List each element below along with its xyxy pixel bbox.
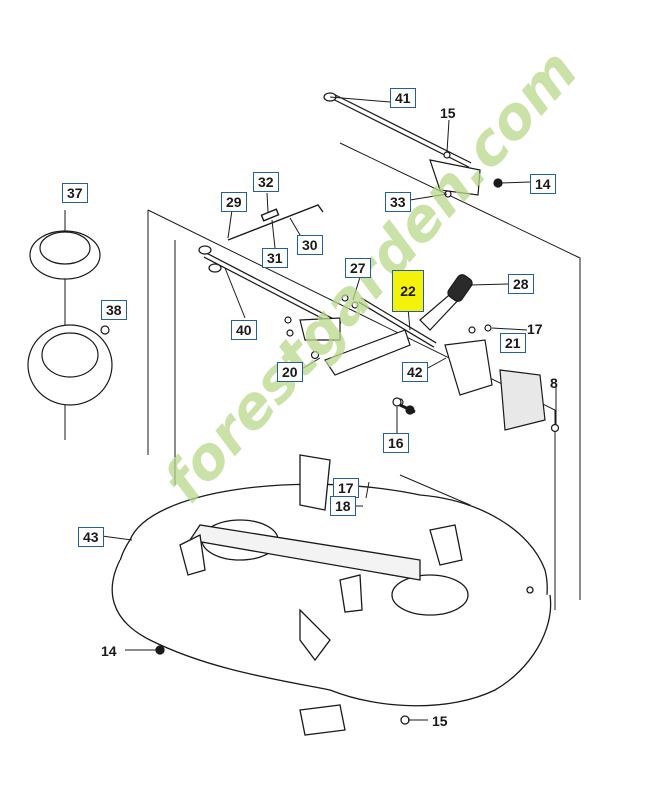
part-label-16: 16 bbox=[383, 433, 409, 453]
part-label-17-lower: 17 bbox=[333, 478, 359, 498]
height-lever-assembly bbox=[341, 274, 560, 433]
part-label-15: 15 bbox=[440, 105, 456, 121]
frame-line-mid bbox=[147, 209, 556, 610]
part-label-18: 18 bbox=[330, 496, 356, 516]
part-label-20: 20 bbox=[277, 362, 303, 382]
part-label-43: 43 bbox=[78, 527, 104, 547]
part-label-40: 40 bbox=[231, 320, 257, 340]
part-label-41: 41 bbox=[390, 88, 416, 108]
lift-rod-41 bbox=[323, 92, 503, 198]
part-label-33: 33 bbox=[385, 192, 411, 212]
lift-link-30 bbox=[227, 204, 324, 241]
part-label-8: 8 bbox=[550, 375, 558, 391]
part-label-17: 17 bbox=[527, 321, 543, 337]
part-label-42: 42 bbox=[402, 362, 428, 382]
pulley-37-38 bbox=[27, 230, 113, 406]
part-label-28: 28 bbox=[508, 274, 534, 294]
bolt-16 bbox=[392, 397, 416, 414]
part-label-30: 30 bbox=[297, 235, 323, 255]
part-label-38: 38 bbox=[101, 300, 127, 320]
part-label-27: 27 bbox=[345, 258, 371, 278]
part-label-29: 29 bbox=[221, 192, 247, 212]
lift-rod-40 bbox=[198, 245, 342, 341]
part-label-31: 31 bbox=[262, 248, 288, 268]
part-label-14: 14 bbox=[530, 174, 556, 194]
frame-line-top bbox=[339, 142, 581, 600]
part-label-32: 32 bbox=[253, 172, 279, 192]
part-label-22-highlighted: 22 bbox=[392, 270, 424, 312]
part-label-14-lower: 14 bbox=[101, 643, 117, 659]
part-label-15-lower: 15 bbox=[432, 713, 448, 729]
part-label-21: 21 bbox=[500, 333, 526, 353]
part-label-37: 37 bbox=[62, 183, 88, 203]
